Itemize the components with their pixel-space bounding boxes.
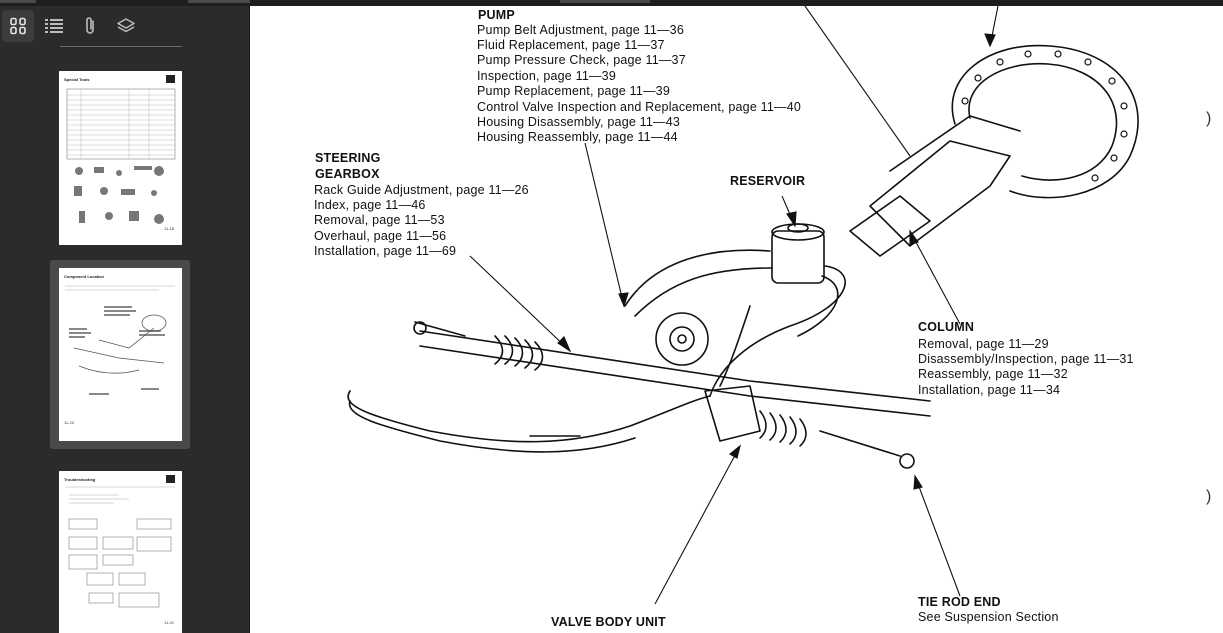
scan-artifact-mark: ) [1206,110,1212,127]
top-tab-indicator [188,0,250,3]
pump-link-6[interactable]: Control Valve Inspection and Replacement… [477,100,802,114]
reservoir-heading: RESERVOIR [730,174,806,188]
gearbox-link-5[interactable]: Installation, page 11—69 [314,244,457,258]
pump-link-8[interactable]: Housing Reassembly, page 11—44 [477,130,678,144]
thumbnail-page-label: 11-21 [164,620,174,625]
column-leader-line [909,230,961,325]
thumbnail-image: Special Tools [59,71,182,245]
valve-body [704,385,761,442]
column-heading: COLUMN [918,320,975,334]
window-top-strip [0,0,1223,6]
attachments-button[interactable] [74,10,106,42]
top-tab-indicator [560,0,650,3]
pump-link-3[interactable]: Pump Pressure Check, page 11—37 [477,53,686,67]
layers-icon [117,18,135,33]
pump-link-1[interactable]: Pump Belt Adjustment, page 11—36 [477,23,684,37]
column-link-2[interactable]: Disassembly/Inspection, page 11—31 [918,352,1134,366]
thumbnail-title: Special Tools [64,77,90,82]
outline-button[interactable] [38,10,70,42]
thumbnail-table-sketch [66,88,176,224]
scan-artifact-mark: ) [1206,488,1212,505]
power-steering-pump [655,312,709,366]
steering-system-illustration [347,6,1139,605]
tie-rod-link[interactable]: See Suspension Section [918,610,1059,624]
sidebar-toolbar [0,6,249,46]
tie-rod-heading: TIE ROD END [918,595,1001,609]
thumbnail-flowchart-sketch [65,486,175,608]
thumbnail-page-11-21[interactable]: Troubleshooting 11-21 [50,465,190,633]
thumbnail-image: Component Location [59,268,182,441]
gearbox-heading-line2: GEARBOX [315,167,380,181]
gearbox-leader-line [469,255,571,352]
steering-rack [419,330,931,402]
pump-heading: PUMP [478,8,515,22]
steering-column [869,140,1011,247]
thumbnail-page-label: 11-20 [64,420,74,425]
thumbnail-page-11-20[interactable]: Component Location [50,260,190,449]
gearbox-link-1[interactable]: Rack Guide Adjustment, page 11—26 [314,183,529,197]
valve-body-heading: VALVE BODY UNIT [551,615,666,629]
pump-leader-line [584,142,625,307]
steering-wheel-inner [968,62,1118,181]
list-icon [45,19,63,33]
steering-wheel [951,44,1139,199]
document-viewer[interactable]: PUMP Pump Belt Adjustment, page 11—36 Fl… [250,6,1223,633]
honda-logo-icon [166,475,175,483]
reservoir-tank [771,230,825,284]
column-link-1[interactable]: Removal, page 11—29 [918,337,1049,351]
gearbox-link-2[interactable]: Index, page 11—46 [314,198,426,212]
tie-rod-leader-line [914,475,961,597]
pump-link-4[interactable]: Inspection, page 11—39 [477,69,616,83]
paperclip-icon [86,17,94,34]
thumbnail-page-label: 11-18 [164,226,174,231]
column-link-3[interactable]: Reassembly, page 11—32 [918,367,1068,381]
toolbar-divider [60,46,182,47]
pump-link-2[interactable]: Fluid Replacement, page 11—37 [477,38,665,52]
sidebar: Special Tools [0,6,250,633]
gearbox-link-4[interactable]: Overhaul, page 11—56 [314,229,447,243]
thumbnail-image: Troubleshooting 11-21 [59,471,182,633]
thumbnail-title: Troubleshooting [64,477,96,482]
pump-link-5[interactable]: Pump Replacement, page 11—39 [477,84,670,98]
valve-body-leader-line [654,445,741,605]
column-top-leader-line [804,6,911,157]
gearbox-heading-line1: STEERING [315,151,381,165]
top-tab-indicator [0,0,36,3]
honda-logo-icon [166,75,175,83]
pump-link-7[interactable]: Housing Disassembly, page 11—43 [477,115,681,129]
thumbnails-button[interactable] [2,10,34,42]
column-link-4[interactable]: Installation, page 11—34 [918,383,1061,397]
thumbnail-page-11-18[interactable]: Special Tools [50,66,190,250]
thumbnail-diagram-sketch [65,285,175,395]
layers-button[interactable] [110,10,142,42]
thumbnails-icon [10,17,26,35]
gearbox-link-3[interactable]: Removal, page 11—53 [314,213,445,227]
thumbnail-title: Component Location [64,274,104,279]
